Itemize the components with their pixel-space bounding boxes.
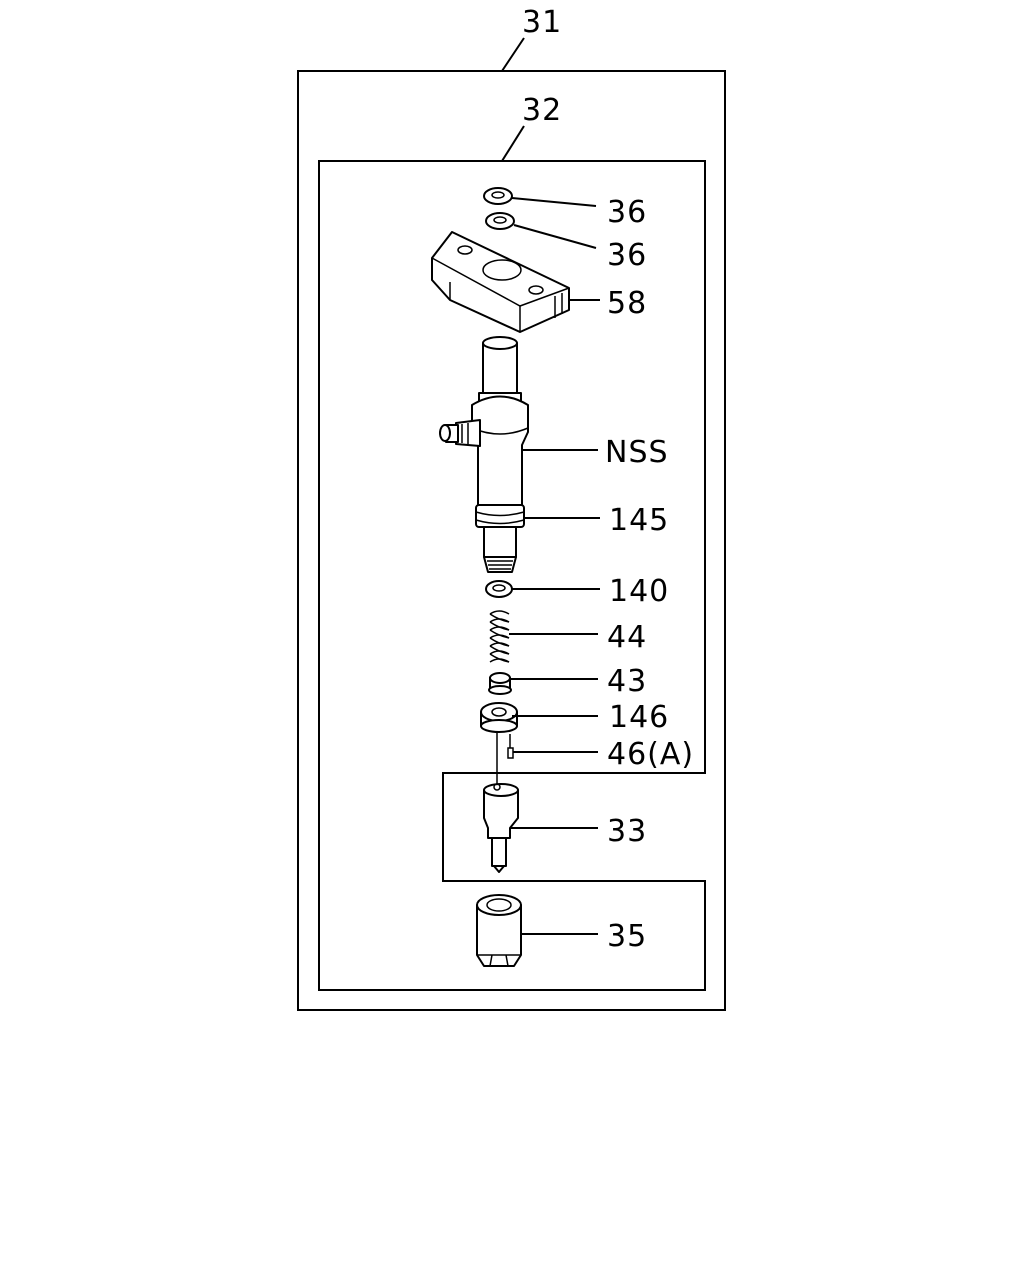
callout-o-ring: 145: [609, 503, 669, 538]
callout-spring-seat: 43: [607, 664, 647, 699]
callout-shim-washer: 140: [609, 574, 669, 609]
spring-part: [489, 610, 510, 663]
callout-washer-upper: 36: [607, 195, 647, 230]
washer-upper-part: [483, 187, 513, 205]
callout-retaining-nut: 35: [607, 919, 647, 954]
callout-bracket: 58: [607, 286, 647, 321]
callout-washer-lower: 36: [607, 238, 647, 273]
inner-assembly-label: 32: [522, 93, 562, 128]
spring-seat-part: [488, 672, 512, 695]
washer-lower-part: [485, 212, 515, 230]
callout-nozzle: 33: [607, 814, 647, 849]
nozzle-part: [483, 783, 519, 873]
callout-spring: 44: [607, 620, 647, 655]
retaining-nut-part: [476, 894, 522, 967]
pin-part: [507, 734, 514, 759]
callout-pin: 46(A): [607, 737, 694, 772]
outer-assembly-label: 31: [522, 5, 562, 40]
callout-injector-body: NSS: [605, 435, 669, 470]
inner-assembly-leader: [501, 125, 525, 162]
shim-washer-part: [485, 580, 513, 598]
callout-leaders: [509, 197, 600, 935]
outer-assembly-leader: [501, 37, 525, 72]
injector-body-part: [439, 336, 529, 573]
inner-assembly-frame: [318, 160, 706, 991]
bracket-part: [431, 231, 570, 333]
spacer-part: [480, 702, 518, 733]
callout-spacer: 146: [609, 700, 669, 735]
outer-assembly-frame: [297, 70, 726, 1011]
